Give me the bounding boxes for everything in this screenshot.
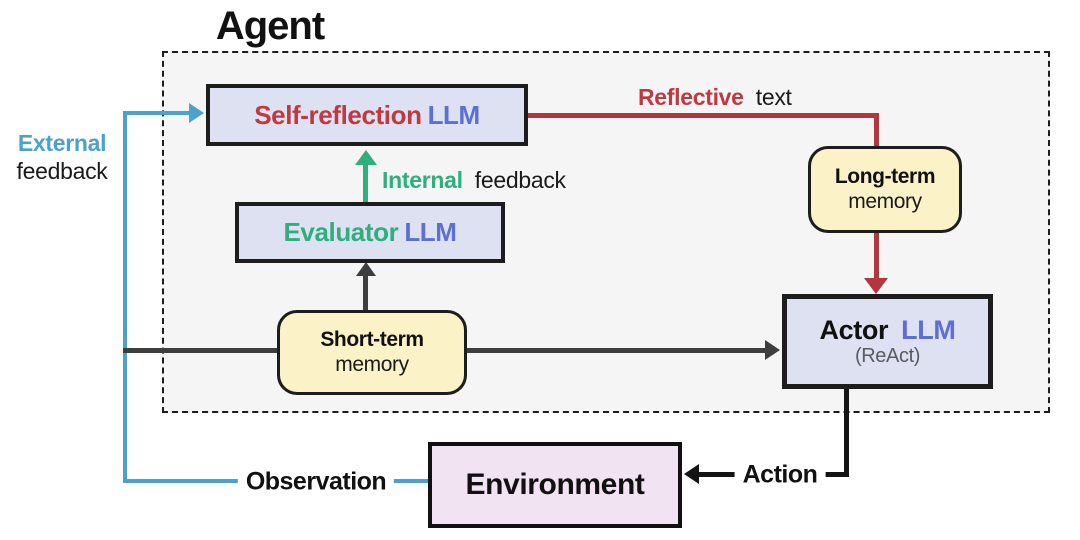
node-evaluator-llm: Evaluator LLM (235, 202, 505, 263)
self-reflection-type-label: LLM (427, 99, 481, 130)
node-actor-llm: Actor LLM (ReAct) (782, 294, 993, 389)
short-term-to-evaluator-arrowhead-icon (356, 262, 376, 276)
evaluator-accent-label: Evaluator (283, 217, 399, 247)
node-environment: Environment (428, 442, 682, 528)
agent-panel-title: Agent (215, 4, 325, 48)
reflective-text-rest: text (755, 84, 792, 110)
environment-label: Environment (465, 468, 645, 501)
internal-feedback-arrowhead-icon (355, 150, 377, 165)
label-observation: Observation (237, 465, 395, 499)
long-term-memory-line1: Long-term (834, 165, 936, 189)
actor-subtitle-label: (ReAct) (855, 345, 920, 368)
evaluator-type-label: LLM (404, 217, 457, 247)
node-short-term-memory: Short-term memory (277, 310, 467, 395)
external-feedback-arrowhead-icon (189, 103, 204, 123)
short-term-to-evaluator-line (363, 274, 368, 310)
node-long-term-memory: Long-term memory (808, 146, 962, 233)
label-external-feedback: External feedback (2, 130, 122, 185)
actor-title-row: Actor LLM (819, 314, 956, 346)
reflective-text-accent: Reflective (638, 84, 744, 110)
actor-accent-label: Actor (819, 314, 889, 345)
short-term-memory-line2: memory (335, 352, 409, 376)
actor-type-label: LLM (901, 314, 956, 345)
external-feedback-line-vertical (123, 111, 127, 483)
short-term-memory-line1: Short-term (320, 328, 424, 352)
internal-feedback-line (363, 163, 368, 203)
external-feedback-rest: feedback (16, 157, 108, 184)
label-action: Action (734, 458, 826, 492)
action-arrowhead-icon (684, 464, 699, 484)
reflective-text-arrowhead-icon (864, 278, 888, 294)
reflective-text-line-horizontal (528, 113, 879, 118)
internal-feedback-accent: Internal (382, 167, 463, 193)
node-self-reflection-llm: Self-reflection LLM (206, 84, 528, 146)
trajectory-arrowhead-icon (765, 340, 780, 360)
external-feedback-line-horizontal (123, 111, 191, 115)
label-reflective-text: Reflective text (638, 84, 792, 111)
self-reflection-accent-label: Self-reflection (254, 99, 422, 130)
external-feedback-accent: External (17, 130, 107, 156)
long-term-memory-line2: memory (848, 189, 922, 213)
label-internal-feedback: Internal feedback (382, 167, 566, 194)
action-line-vertical (844, 388, 849, 475)
internal-feedback-rest: feedback (474, 167, 566, 193)
